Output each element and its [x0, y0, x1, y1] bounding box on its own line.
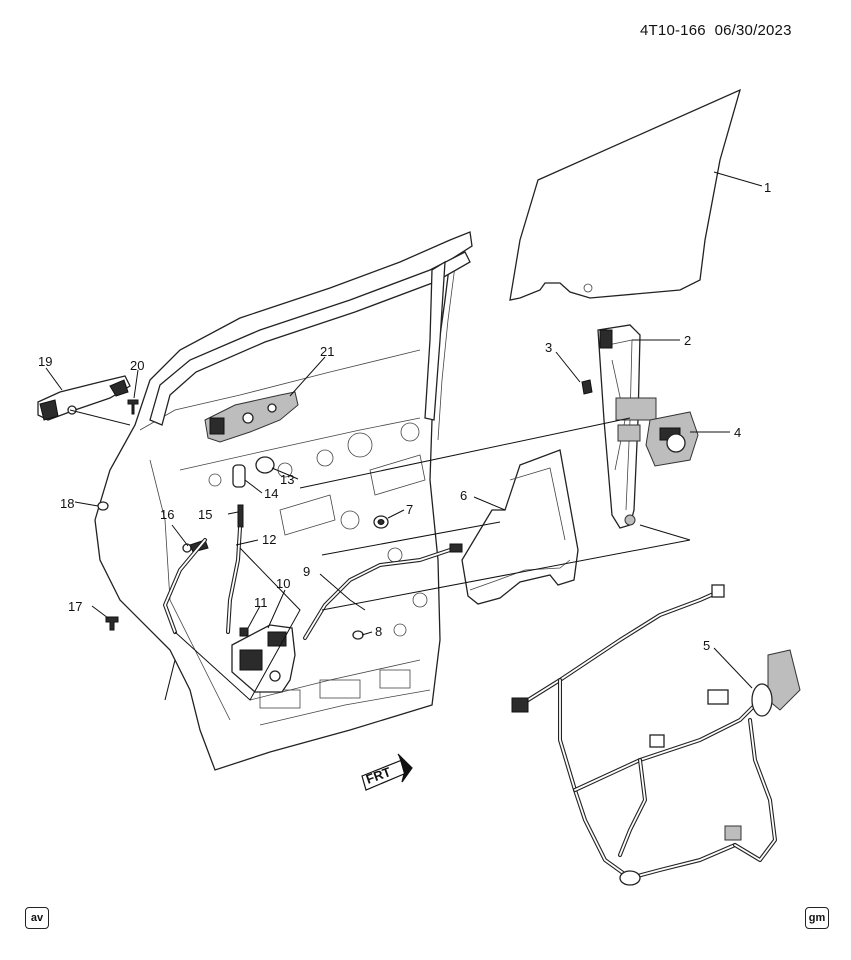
rod-15	[237, 504, 244, 528]
bolt-20	[127, 399, 139, 415]
door-latch	[231, 624, 296, 693]
callout-20: 20	[130, 358, 144, 373]
callout-10: 10	[276, 576, 290, 591]
callout-11: 11	[254, 595, 268, 610]
callout-8: 8	[375, 624, 382, 639]
callout-9: 9	[303, 564, 310, 579]
screw-11	[239, 627, 249, 637]
plug-18	[97, 501, 109, 511]
seal-ring-13	[255, 456, 275, 474]
outside-handle	[37, 375, 131, 421]
callout-16: 16	[160, 507, 174, 522]
callout-15: 15	[198, 507, 212, 522]
gm-logo-badge: gm	[805, 907, 829, 929]
leader-lines	[45, 171, 763, 701]
callout-12: 12	[262, 532, 276, 547]
front-arrow: FRT	[361, 753, 413, 791]
handle-bracket	[204, 391, 299, 443]
callout-4: 4	[734, 425, 741, 440]
callout-5: 5	[703, 638, 710, 653]
callout-7: 7	[406, 502, 413, 517]
callout-labels: 1 2 3 4 5 6 7 8 9 10 11 12 13 14 15 16 1…	[38, 180, 771, 653]
diagram-id: 4T10-166	[640, 22, 706, 39]
window-regulator	[597, 324, 657, 529]
diagram-header: 4T10-166 06/30/2023	[640, 22, 792, 39]
callout-3: 3	[545, 340, 552, 355]
bezel-14	[232, 464, 246, 488]
callout-19: 19	[38, 354, 52, 369]
av-badge: av	[25, 907, 49, 929]
diagram-date: 06/30/2023	[714, 22, 792, 39]
wiring-harness	[511, 584, 801, 886]
grommet-7	[373, 515, 389, 529]
window-glass	[509, 88, 742, 301]
lock-cable-9	[303, 543, 463, 640]
screw-17	[105, 616, 119, 631]
front-marker-label: FRT	[364, 764, 393, 787]
water-deflector	[461, 449, 579, 605]
window-frame-channel	[149, 251, 471, 426]
callout-14: 14	[264, 486, 278, 501]
callout-1: 1	[764, 180, 771, 195]
callout-18: 18	[60, 496, 74, 511]
callout-2: 2	[684, 333, 691, 348]
callout-21: 21	[320, 344, 334, 359]
callout-6: 6	[460, 488, 467, 503]
plug-8	[352, 630, 364, 640]
regulator-motor	[645, 411, 699, 467]
callout-17: 17	[68, 599, 82, 614]
callout-13: 13	[280, 472, 294, 487]
bolt-3	[581, 379, 593, 395]
